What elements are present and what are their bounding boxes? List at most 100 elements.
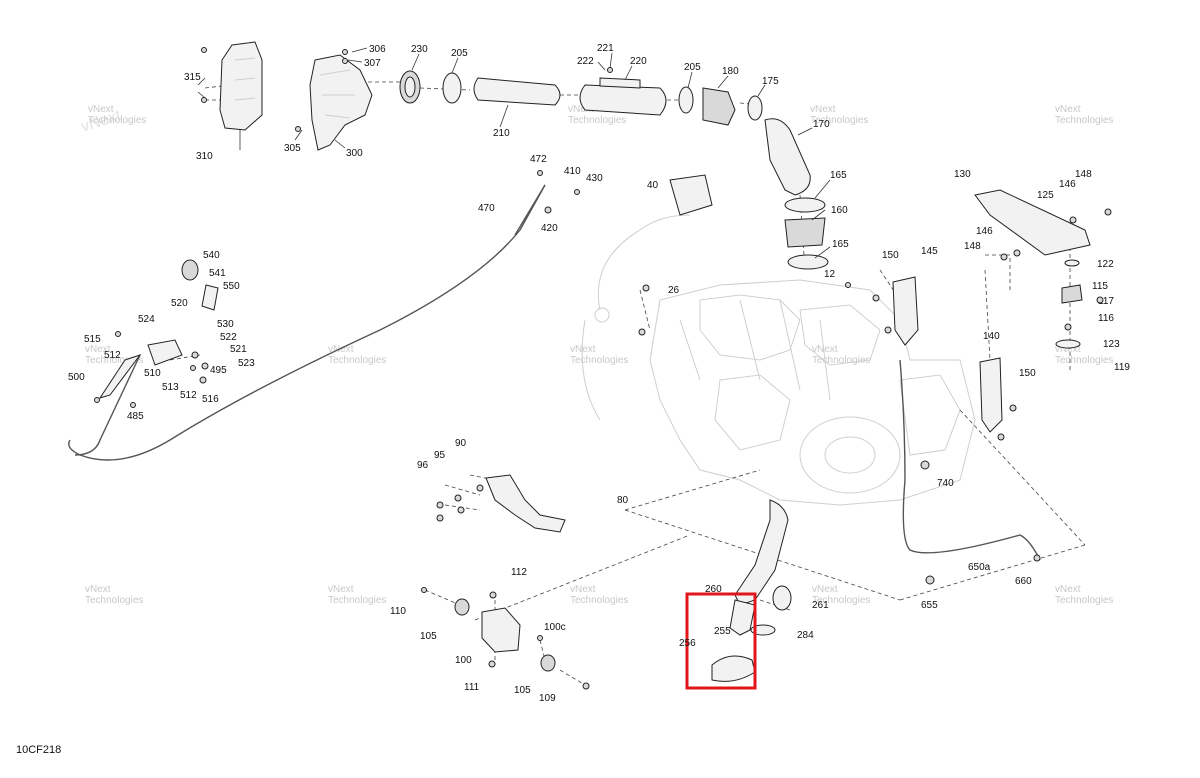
part-label: 655 bbox=[921, 600, 938, 611]
part-label: 260 bbox=[705, 584, 722, 595]
linkage-parts bbox=[98, 259, 566, 533]
part-160-boot bbox=[784, 217, 826, 248]
part-label: 170 bbox=[813, 119, 830, 130]
part-label: 160 bbox=[831, 205, 848, 216]
part-label: 210 bbox=[493, 128, 510, 139]
lower-parts bbox=[454, 499, 792, 682]
cables bbox=[68, 184, 1041, 561]
part-label: 410 bbox=[564, 166, 581, 177]
part-label: 516 bbox=[202, 394, 219, 405]
watermark: vNext Technologies bbox=[812, 344, 870, 366]
svg-text:Technologies: Technologies bbox=[568, 115, 626, 126]
part-label: 140 bbox=[983, 331, 1000, 342]
svg-text:vNext: vNext bbox=[328, 584, 354, 595]
svg-text:Technologies: Technologies bbox=[88, 115, 146, 126]
part-105-mount bbox=[454, 598, 470, 616]
watermark: vNext Technologies bbox=[810, 104, 868, 126]
svg-text:vNext: vNext bbox=[85, 584, 111, 595]
svg-text:Technologies: Technologies bbox=[570, 595, 628, 606]
part-180-boot bbox=[702, 87, 736, 126]
part-label: 520 bbox=[171, 298, 188, 309]
part-label: 148 bbox=[1075, 169, 1092, 180]
part-210-tube bbox=[473, 77, 561, 106]
svg-text:vNext: vNext bbox=[812, 584, 838, 595]
svg-text:Technologies: Technologies bbox=[328, 595, 386, 606]
part-label: 307 bbox=[364, 58, 381, 69]
part-550-grip bbox=[201, 284, 219, 311]
watermark: vNext Technologies bbox=[1055, 104, 1113, 126]
part-label: 430 bbox=[586, 173, 603, 184]
part-label: 117 bbox=[1098, 296, 1114, 307]
part-label: 541 bbox=[209, 268, 226, 279]
part-label: 205 bbox=[684, 62, 701, 73]
svg-text:Technologies: Technologies bbox=[85, 355, 143, 366]
watermark: vNext Technologies bbox=[568, 104, 626, 126]
part-label: 165 bbox=[832, 239, 849, 250]
part-label: 110 bbox=[390, 606, 406, 617]
leader-lines bbox=[197, 47, 831, 259]
part-label: 515 bbox=[84, 334, 101, 345]
part-label: 530 bbox=[217, 319, 234, 330]
svg-text:vNext: vNext bbox=[1055, 344, 1081, 355]
part-label: 510 bbox=[144, 368, 161, 379]
part-label: 26 bbox=[668, 285, 680, 296]
part-170-elbow bbox=[764, 118, 811, 196]
part-115-mount bbox=[1061, 284, 1083, 304]
svg-text:Technologies: Technologies bbox=[812, 595, 870, 606]
part-label: 300 bbox=[346, 148, 363, 159]
part-175-clamp bbox=[747, 95, 763, 121]
svg-text:Technologies: Technologies bbox=[810, 115, 868, 126]
part-500-spring bbox=[98, 354, 142, 399]
part-310-panel bbox=[219, 41, 263, 131]
watermark: vNext Technologies bbox=[570, 584, 628, 606]
part-label: 255 bbox=[714, 626, 731, 637]
part-label: 310 bbox=[196, 151, 213, 162]
part-label: 40 bbox=[647, 180, 659, 191]
svg-text:vNext: vNext bbox=[88, 104, 114, 115]
part-label: 256 bbox=[679, 638, 696, 649]
part-145-bracket bbox=[892, 276, 919, 346]
part-label: 521 bbox=[230, 344, 247, 355]
svg-text:Technologies: Technologies bbox=[570, 355, 628, 366]
part-205-clamp bbox=[678, 86, 694, 114]
part-label: 205 bbox=[451, 48, 468, 59]
watermark: vNext Technologies bbox=[570, 344, 628, 366]
part-540-knob bbox=[181, 259, 199, 281]
part-label: 80 bbox=[617, 495, 629, 506]
part-165-clamp bbox=[787, 254, 829, 270]
part-label: 112 bbox=[511, 567, 527, 578]
svg-text:vNext: vNext bbox=[568, 104, 594, 115]
part-label: 123 bbox=[1103, 339, 1120, 350]
part-label: 420 bbox=[541, 223, 558, 234]
part-label: 90 bbox=[455, 438, 467, 449]
part-label: 485 bbox=[127, 411, 144, 422]
svg-text:Technologies: Technologies bbox=[1055, 115, 1113, 126]
part-label: 180 bbox=[722, 66, 739, 77]
part-label: 220 bbox=[630, 56, 647, 67]
part-label: 660 bbox=[1015, 576, 1032, 587]
svg-text:Technologies: Technologies bbox=[1055, 595, 1113, 606]
svg-text:vNext: vNext bbox=[570, 344, 596, 355]
part-260-pipe bbox=[734, 499, 789, 606]
part-label: 315 bbox=[184, 72, 201, 83]
part-label: 148 bbox=[964, 241, 981, 252]
svg-text:vNext: vNext bbox=[1055, 584, 1081, 595]
part-label: 540 bbox=[203, 250, 220, 261]
part-300-airbox bbox=[309, 54, 373, 151]
part-label: 524 bbox=[138, 314, 155, 325]
highlight-box-255 bbox=[685, 592, 757, 690]
part-100-bracket bbox=[481, 607, 521, 653]
svg-text:Technologies: Technologies bbox=[85, 595, 143, 606]
part-label: 165 bbox=[830, 170, 847, 181]
part-label: 495 bbox=[210, 365, 227, 376]
part-165-clamp bbox=[784, 197, 826, 213]
watermark: vNext Technologies bbox=[1055, 344, 1113, 366]
part-label: 470 bbox=[478, 203, 495, 214]
part-label: 12 bbox=[824, 269, 836, 280]
part-123-washer bbox=[1055, 339, 1081, 349]
part-label: 261 bbox=[812, 600, 829, 611]
part-label: 100 bbox=[455, 655, 472, 666]
part-255-boot bbox=[729, 599, 756, 636]
part-80-pedal bbox=[485, 474, 566, 533]
